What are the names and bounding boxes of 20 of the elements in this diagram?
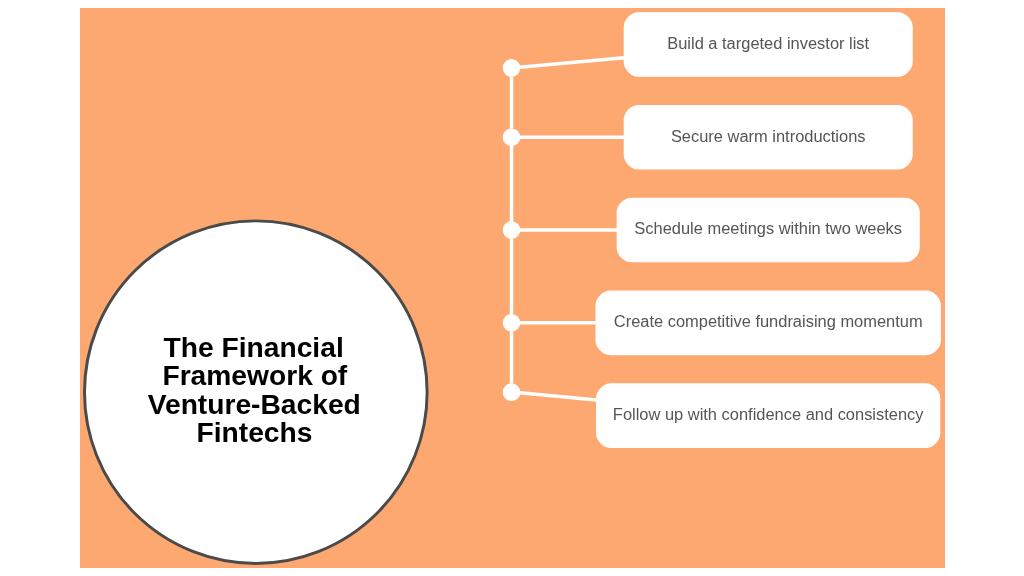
connector xyxy=(509,76,513,129)
node-box: Create competitive fundraising momentum xyxy=(595,290,941,356)
node-circle xyxy=(502,221,520,239)
connector xyxy=(519,228,617,232)
node-circle xyxy=(502,59,520,77)
connector xyxy=(519,135,624,139)
node-box: Secure warm introductions xyxy=(623,104,913,170)
connector xyxy=(509,145,513,222)
connector xyxy=(519,321,596,325)
node-circle xyxy=(502,314,520,332)
connector xyxy=(519,55,624,69)
node-box: Build a targeted investor list xyxy=(623,12,913,77)
connector xyxy=(509,331,513,384)
connector xyxy=(519,391,597,402)
node-circle: The Financial Framework of Venture-Backed Fintechs xyxy=(82,219,429,565)
connector xyxy=(509,238,513,315)
node-circle xyxy=(502,128,520,147)
node-box: Follow up with confidence and consistency xyxy=(595,383,940,448)
node-box: Schedule meetings within two weeks xyxy=(616,197,920,263)
node-circle xyxy=(502,383,520,401)
